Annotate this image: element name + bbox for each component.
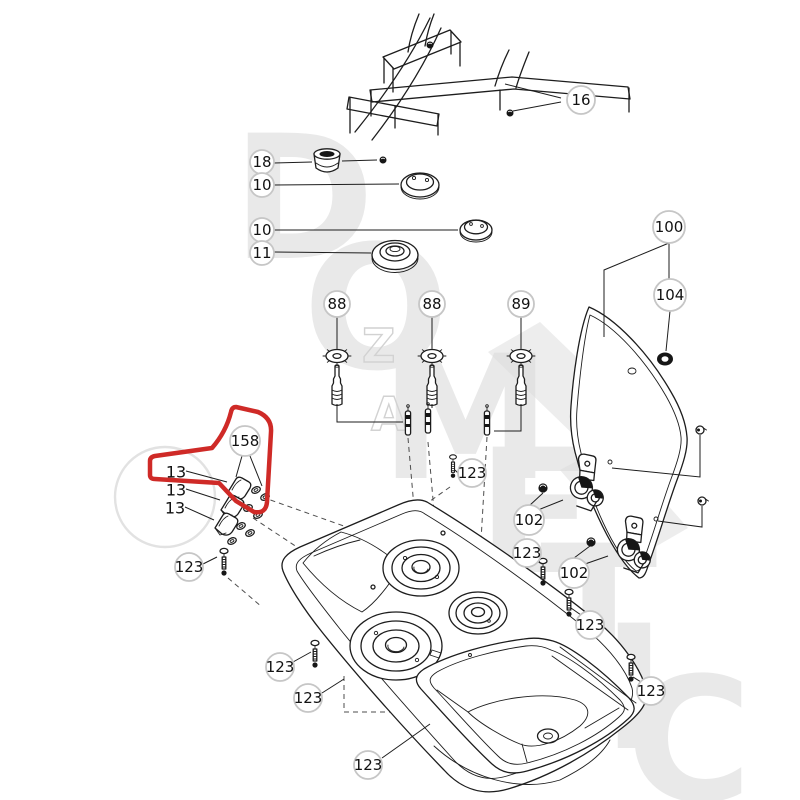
callout-123: 123: [636, 676, 666, 706]
callout-88: 88: [418, 290, 446, 318]
callout-102: 102: [558, 557, 590, 589]
callout-123: 123: [293, 683, 323, 713]
callout-label: 16: [571, 91, 590, 109]
stove-sink-body: [281, 499, 648, 793]
callout-label: 123: [637, 682, 666, 700]
watermark-overlay-letter: Z: [362, 319, 395, 373]
callout-label: 11: [252, 244, 271, 262]
callout-label: 123: [354, 756, 383, 774]
callout-label: 123: [294, 689, 323, 707]
callout-label: 10: [252, 176, 271, 194]
red-highlight-outline: [147, 404, 274, 515]
hinge-nut: [537, 482, 549, 494]
watermark-letter: C: [626, 640, 752, 800]
callout-102: 102: [513, 504, 545, 536]
callout-label: 88: [422, 295, 441, 313]
sink-bowl: [415, 637, 637, 785]
callout-label: 104: [656, 286, 685, 304]
callout-13: 13: [165, 499, 185, 518]
callout-label: 158: [231, 432, 260, 450]
callout-label: 102: [515, 511, 544, 529]
callout-123: 123: [457, 458, 487, 488]
callout-123: 123: [575, 610, 605, 640]
callout-label: 13: [165, 499, 185, 518]
callout-label: 88: [327, 295, 346, 313]
callout-123: 123: [174, 552, 204, 582]
mounting-clips-13: [214, 476, 271, 577]
burner-right-small: [448, 591, 508, 635]
callout-100: 100: [652, 210, 686, 244]
callout-label: 13: [166, 463, 186, 482]
burner-cap-18: [313, 148, 341, 173]
callout-88: 88: [323, 290, 351, 318]
grate-screw: [379, 156, 387, 164]
lid-grommet-104: [657, 352, 673, 366]
lid-screw-peg: [695, 425, 708, 435]
watermark-letter: D: [232, 98, 375, 299]
callout-13: 13: [166, 481, 186, 500]
callout-10: 10: [249, 217, 275, 243]
burner-cap-10-left: [400, 172, 440, 200]
callout-label: 89: [511, 295, 530, 313]
leader-lines: [184, 83, 671, 759]
callout-label: 102: [560, 564, 589, 582]
burner-cap-10-right: [459, 219, 493, 243]
injector-assemblies: [322, 346, 536, 436]
callout-label: 123: [175, 558, 204, 576]
callout-13: 13: [166, 463, 186, 482]
callout-label: 123: [513, 544, 542, 562]
callout-89: 89: [507, 290, 535, 318]
callout-label: 100: [655, 218, 684, 236]
watermark-overlay-letter: A: [371, 387, 407, 441]
callout-104: 104: [653, 278, 687, 312]
callout-123: 123: [353, 750, 383, 780]
callout-label: 123: [576, 616, 605, 634]
clip-screw: [219, 547, 229, 577]
pan-support-grates: [346, 13, 631, 164]
callout-label: 13: [166, 481, 186, 500]
grate-screw: [426, 41, 434, 49]
callout-11: 11: [249, 240, 275, 266]
callout-123: 123: [512, 538, 542, 568]
grate-screw: [506, 109, 514, 117]
callout-label: 123: [266, 658, 295, 676]
callout-123: 123: [265, 652, 295, 682]
callout-18: 18: [249, 149, 275, 175]
burner-left: [382, 539, 460, 597]
hinge-nut: [585, 536, 597, 548]
burner-center-large: [349, 611, 443, 681]
callout-label: 10: [252, 221, 271, 239]
glass-lid-100: [569, 306, 710, 579]
lid-screw-peg: [697, 496, 710, 506]
callout-16: 16: [566, 85, 596, 115]
diagram-art: [214, 13, 710, 793]
callout-10: 10: [249, 172, 275, 198]
burner-base-11: [371, 239, 419, 273]
callout-label: 18: [252, 153, 271, 171]
callout-label: 123: [458, 464, 487, 482]
callout-158: 158: [229, 425, 261, 457]
